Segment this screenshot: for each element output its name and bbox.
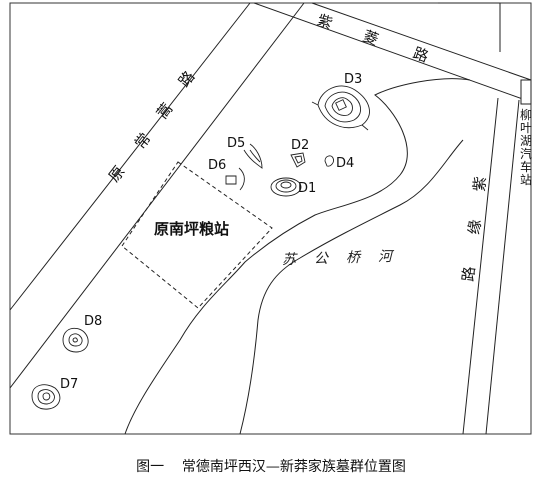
tomb-label-d6: D6 <box>208 158 226 173</box>
bus-stop-box <box>520 79 532 105</box>
ziyuan-road-right <box>462 97 520 435</box>
ziyuan-road-char-2: 缘 <box>465 219 484 236</box>
yuanchang-road-char-4: 路 <box>175 68 198 91</box>
bus-stop-char-4: 汽 <box>520 146 532 161</box>
river-char-2: 公 <box>314 251 330 267</box>
tomb-d8-contour <box>62 327 89 353</box>
tomb-d4-contour <box>324 155 334 167</box>
ziling-road-char-1: 紫 <box>315 11 335 33</box>
river-char-4: 河 <box>378 249 395 265</box>
yuanchang-road <box>9 2 305 389</box>
ziling-road-char-2: 菱 <box>361 27 381 49</box>
tomb-d3-contour <box>311 85 370 131</box>
tomb-d6-contour <box>225 167 245 191</box>
figure-number: 图一 <box>136 459 165 475</box>
bus-stop-char-2: 叶 <box>520 121 532 135</box>
ziyuan-road-char-3: 路 <box>459 266 478 283</box>
yuanchang-road-char-1: 原 <box>105 163 128 186</box>
tomb-label-d4: D4 <box>336 156 354 171</box>
ziling-road-char-3: 路 <box>411 44 431 66</box>
yuanchang-road-char-2: 常 <box>131 130 154 153</box>
caption-gap <box>164 459 182 475</box>
bus-stop-char-5: 车 <box>520 159 532 174</box>
map-frame <box>9 2 532 435</box>
station-label: 原南坪粮站 <box>154 220 229 238</box>
tomb-d1-contour <box>270 177 302 197</box>
yuanchang-road-char-3: 蒿 <box>153 100 176 123</box>
figure-caption: 图一 常德南坪西汉—新莽家族墓群位置图 <box>0 456 542 476</box>
tomb-label-d5: D5 <box>227 136 245 151</box>
river-char-1: 苏 <box>282 252 298 268</box>
river-upper-bank <box>124 78 471 435</box>
ziling-road-top <box>253 2 532 103</box>
tomb-label-d2: D2 <box>291 138 309 153</box>
tomb-d2-contour <box>290 152 306 168</box>
river-char-3: 桥 <box>346 250 362 266</box>
tomb-label-d8: D8 <box>84 314 102 329</box>
bus-stop-char-6: 站 <box>520 173 532 187</box>
tomb-label-d1: D1 <box>298 181 316 196</box>
tomb-d7-contour <box>31 384 61 410</box>
figure-title: 常德南坪西汉—新莽家族墓群位置图 <box>181 459 406 475</box>
tomb-label-d3: D3 <box>344 72 362 87</box>
bus-stop-char-1: 柳 <box>520 108 532 122</box>
tomb-d5-contour <box>243 143 263 169</box>
ziyuan-road-char-1: 紫 <box>470 176 489 193</box>
bus-stop-char-3: 湖 <box>520 133 532 148</box>
river-lower-bank <box>239 139 464 435</box>
tomb-label-d7: D7 <box>60 377 78 392</box>
